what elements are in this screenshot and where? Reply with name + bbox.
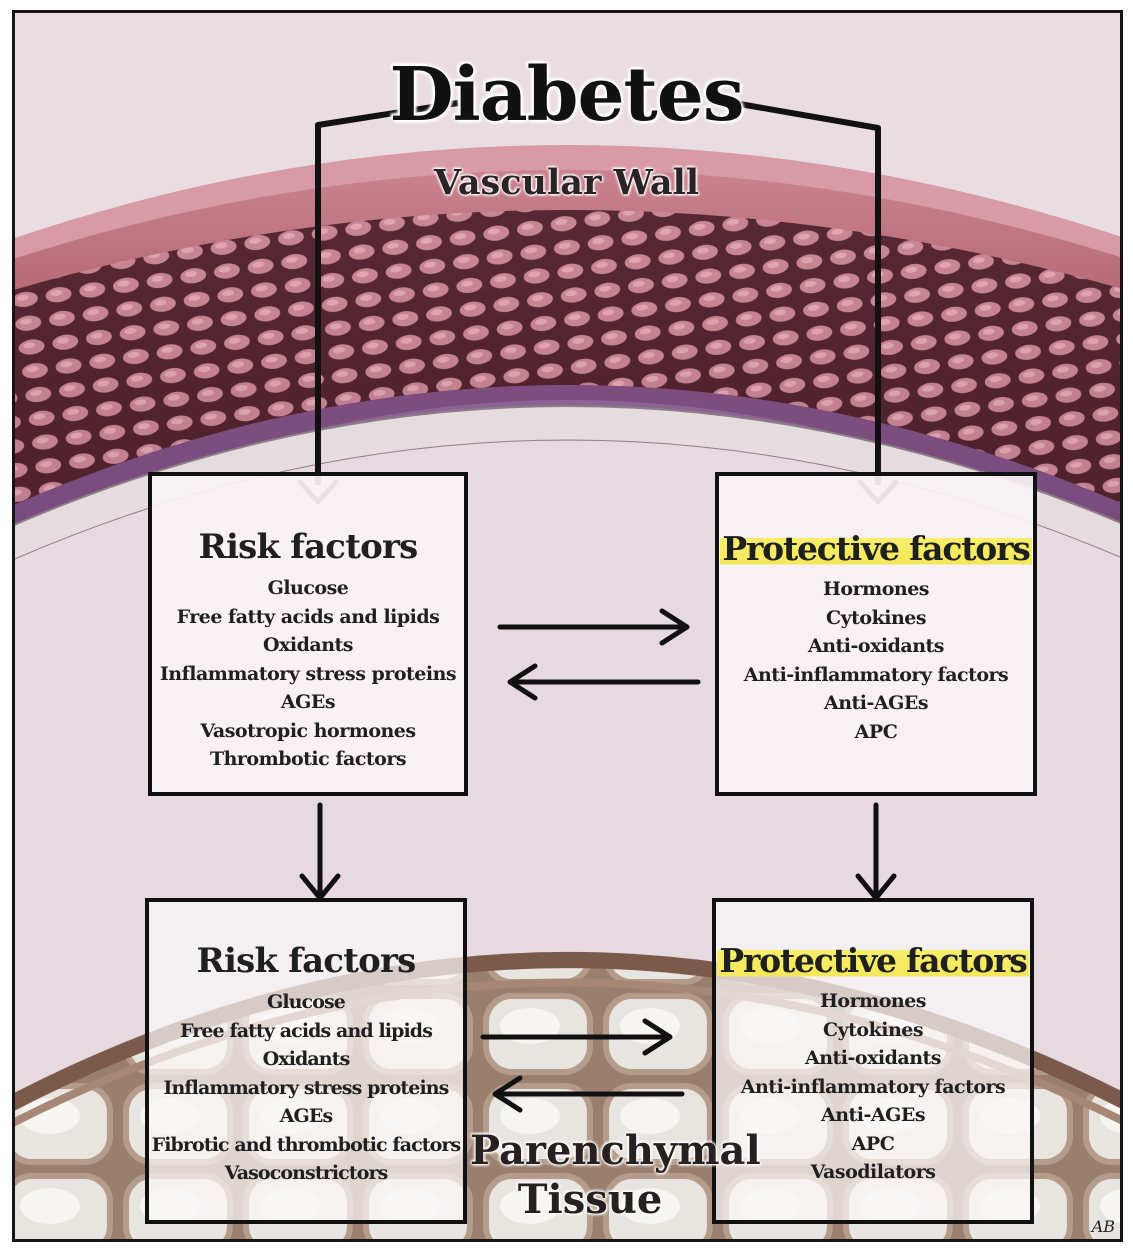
- parenchymal-risk-factors-box: Risk factors Glucose Free fatty acids an…: [145, 898, 467, 1224]
- list-item: Glucose: [149, 988, 463, 1017]
- list-item: Anti-AGEs: [719, 689, 1033, 718]
- list-item: Cytokines: [716, 1016, 1030, 1045]
- list-item: Fibrotic and thrombotic factors: [149, 1131, 463, 1160]
- factor-list: Hormones Cytokines Anti-oxidants Anti-in…: [719, 575, 1033, 746]
- list-item: Glucose: [152, 574, 464, 603]
- list-item: Hormones: [716, 987, 1030, 1016]
- list-item: Anti-oxidants: [719, 632, 1033, 661]
- list-item: Free fatty acids and lipids: [149, 1017, 463, 1046]
- parenchymal-label-line: Tissue: [470, 1176, 710, 1225]
- list-item: Anti-inflammatory factors: [716, 1073, 1030, 1102]
- list-item: Free fatty acids and lipids: [152, 603, 464, 632]
- list-item: APC: [719, 718, 1033, 747]
- list-item: Oxidants: [152, 631, 464, 660]
- factor-list: Glucose Free fatty acids and lipids Oxid…: [152, 574, 464, 774]
- vascular-wall-label: Vascular Wall: [0, 165, 1133, 200]
- factor-list: Hormones Cytokines Anti-oxidants Anti-in…: [716, 987, 1030, 1187]
- box-heading: Risk factors: [149, 944, 463, 978]
- list-item: Anti-oxidants: [716, 1044, 1030, 1073]
- list-item: Anti-AGEs: [716, 1101, 1030, 1130]
- diagram-title: Diabetes: [0, 58, 1133, 132]
- list-item: Vasotropic hormones: [152, 717, 464, 746]
- list-item: Anti-inflammatory factors: [719, 661, 1033, 690]
- list-item: Inflammatory stress proteins: [152, 660, 464, 689]
- list-item: APC: [716, 1130, 1030, 1159]
- list-item: Thrombotic factors: [152, 745, 464, 774]
- list-item: Hormones: [719, 575, 1033, 604]
- factor-list: Glucose Free fatty acids and lipids Oxid…: [149, 988, 463, 1188]
- list-item: Cytokines: [719, 604, 1033, 633]
- vascular-protective-factors-box: Protective factors Hormones Cytokines An…: [715, 472, 1037, 796]
- parenchymal-protective-factors-box: Protective factors Hormones Cytokines An…: [712, 898, 1034, 1224]
- list-item: Vasoconstrictors: [149, 1159, 463, 1188]
- list-item: Inflammatory stress proteins: [149, 1074, 463, 1103]
- highlighted-heading: Protective factors: [717, 941, 1028, 980]
- vascular-risk-factors-box: Risk factors Glucose Free fatty acids an…: [148, 472, 468, 796]
- list-item: AGEs: [149, 1102, 463, 1131]
- highlighted-heading: Protective factors: [720, 529, 1031, 568]
- list-item: AGEs: [152, 688, 464, 717]
- box-heading: Protective factors: [716, 944, 1030, 977]
- box-heading: Risk factors: [152, 530, 464, 564]
- list-item: Vasodilators: [716, 1158, 1030, 1187]
- parenchymal-label-line: Parenchymal: [470, 1127, 710, 1176]
- parenchymal-tissue-label: Parenchymal Tissue: [470, 1127, 710, 1225]
- box-heading: Protective factors: [719, 532, 1033, 565]
- list-item: Oxidants: [149, 1045, 463, 1074]
- artist-signature: AB: [1092, 1217, 1115, 1236]
